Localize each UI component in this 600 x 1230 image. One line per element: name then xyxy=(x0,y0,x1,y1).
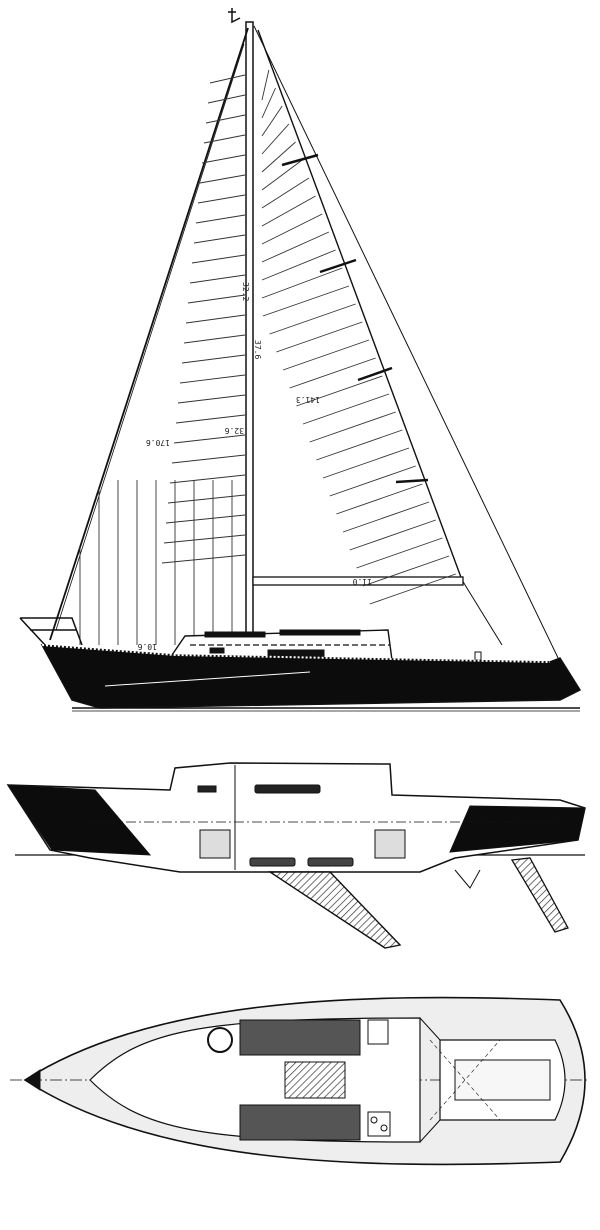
mainsail-hatch-line xyxy=(276,321,363,353)
cabin-table xyxy=(284,1061,346,1099)
mainsail-hatch-line xyxy=(369,573,456,605)
mainsail-hatch-line xyxy=(336,483,423,515)
jib-hatch-line xyxy=(161,554,246,564)
mainsail-hatch-line xyxy=(261,141,296,173)
jib-hatch-line xyxy=(181,354,246,364)
label-mast-upper: 32.2 xyxy=(241,282,250,301)
inboard-profile xyxy=(6,762,586,949)
label-foot: 10.6 xyxy=(138,642,157,651)
mainsail-hatch-line xyxy=(362,555,450,587)
mainsail-leech xyxy=(257,29,463,581)
jib-hatch-line xyxy=(173,434,246,444)
masthead-wind-indicator xyxy=(228,8,241,24)
mainsail-hatch-line xyxy=(261,195,316,227)
starboard-settee xyxy=(239,1104,361,1141)
hull-topsides xyxy=(40,644,582,709)
battens xyxy=(281,153,429,484)
mainsail-hatch-line xyxy=(261,69,270,101)
mainsail-hatch-line xyxy=(289,357,376,389)
mainsail-hatch-line xyxy=(356,537,443,569)
jib-hatch-line xyxy=(171,454,246,464)
mainsail-hatch-line xyxy=(316,429,403,461)
jib-hatch-line xyxy=(187,294,246,304)
label-mast-mid: 32.6 xyxy=(225,426,244,435)
jib-hatch-line xyxy=(199,174,246,184)
label-mast-lower: 37.6 xyxy=(253,340,262,359)
head-toilet xyxy=(207,1027,233,1053)
mainsail-hatch-line xyxy=(261,267,343,299)
jib-hatch-line xyxy=(163,534,246,544)
jib-hatch-line xyxy=(175,414,246,424)
mainsail-hatch-line xyxy=(329,465,416,497)
jib-hatch-line xyxy=(183,334,246,344)
jib-hatch-line xyxy=(201,154,246,164)
mainsail-hatch-line xyxy=(349,519,436,551)
jib-hatch-line xyxy=(177,394,246,404)
mainsail-hatch-line xyxy=(309,411,396,443)
jib-hatch-line xyxy=(169,474,246,484)
sail-plan: 170.6 141.3 32.2 37.6 32.6 11.0 10.6 xyxy=(19,8,582,712)
label-boom: 11.0 xyxy=(353,577,372,586)
mainsail-hatch-line xyxy=(261,231,330,263)
galley-sink xyxy=(367,1019,389,1045)
backstay xyxy=(253,25,561,663)
jib-hatching xyxy=(79,74,246,645)
mainsail-hatch-line xyxy=(261,159,303,191)
jib-hatch-line xyxy=(191,254,246,264)
forestay xyxy=(49,27,249,641)
mainsail-hatch-line xyxy=(322,447,410,479)
mainsail-hatch-line xyxy=(302,393,390,425)
keel xyxy=(267,871,402,949)
jib-hatch-line xyxy=(185,314,246,324)
mainsail-hatch-line xyxy=(261,177,310,209)
jib-hatch-line xyxy=(193,234,246,244)
jib-hatch-line xyxy=(205,114,246,124)
jib-hatch-line xyxy=(195,214,246,224)
port-settee xyxy=(239,1019,361,1056)
jib-hatch-line xyxy=(189,274,246,284)
mainsail-hatch-line xyxy=(261,123,290,155)
mainsail-hatch-line xyxy=(296,375,383,407)
bow-pulpit xyxy=(19,617,83,646)
jib-hatch-line xyxy=(207,94,246,104)
mainsail-hatch-line xyxy=(261,213,323,245)
jib-hatch-line xyxy=(165,514,246,524)
jib-hatch-line xyxy=(203,134,246,144)
mainsail-hatch-line xyxy=(262,285,350,317)
stern-black xyxy=(449,805,586,853)
stove xyxy=(367,1111,391,1137)
jib-hatch-line xyxy=(179,374,246,384)
jib-hatch-line xyxy=(209,74,246,84)
deck-plan xyxy=(10,996,590,1166)
mainsail-hatch-line xyxy=(342,501,430,533)
mainsail-hatch-line xyxy=(261,105,283,137)
jib-hatch-line xyxy=(197,194,246,204)
bow-black xyxy=(7,784,152,856)
mainsail-hatch-line xyxy=(261,87,276,119)
mainsail-hatch-line xyxy=(269,303,356,335)
mast xyxy=(245,21,254,635)
mainsail-hatch-line xyxy=(282,339,370,371)
label-mainsail-area: 170.6 xyxy=(146,438,170,447)
rudder xyxy=(510,857,569,933)
boom xyxy=(252,576,464,586)
label-jib-area: 141.3 xyxy=(296,395,320,404)
mainsail-hatch-line xyxy=(261,249,336,281)
mainsail-hatching xyxy=(261,69,456,605)
jib-hatch-line xyxy=(167,494,246,504)
